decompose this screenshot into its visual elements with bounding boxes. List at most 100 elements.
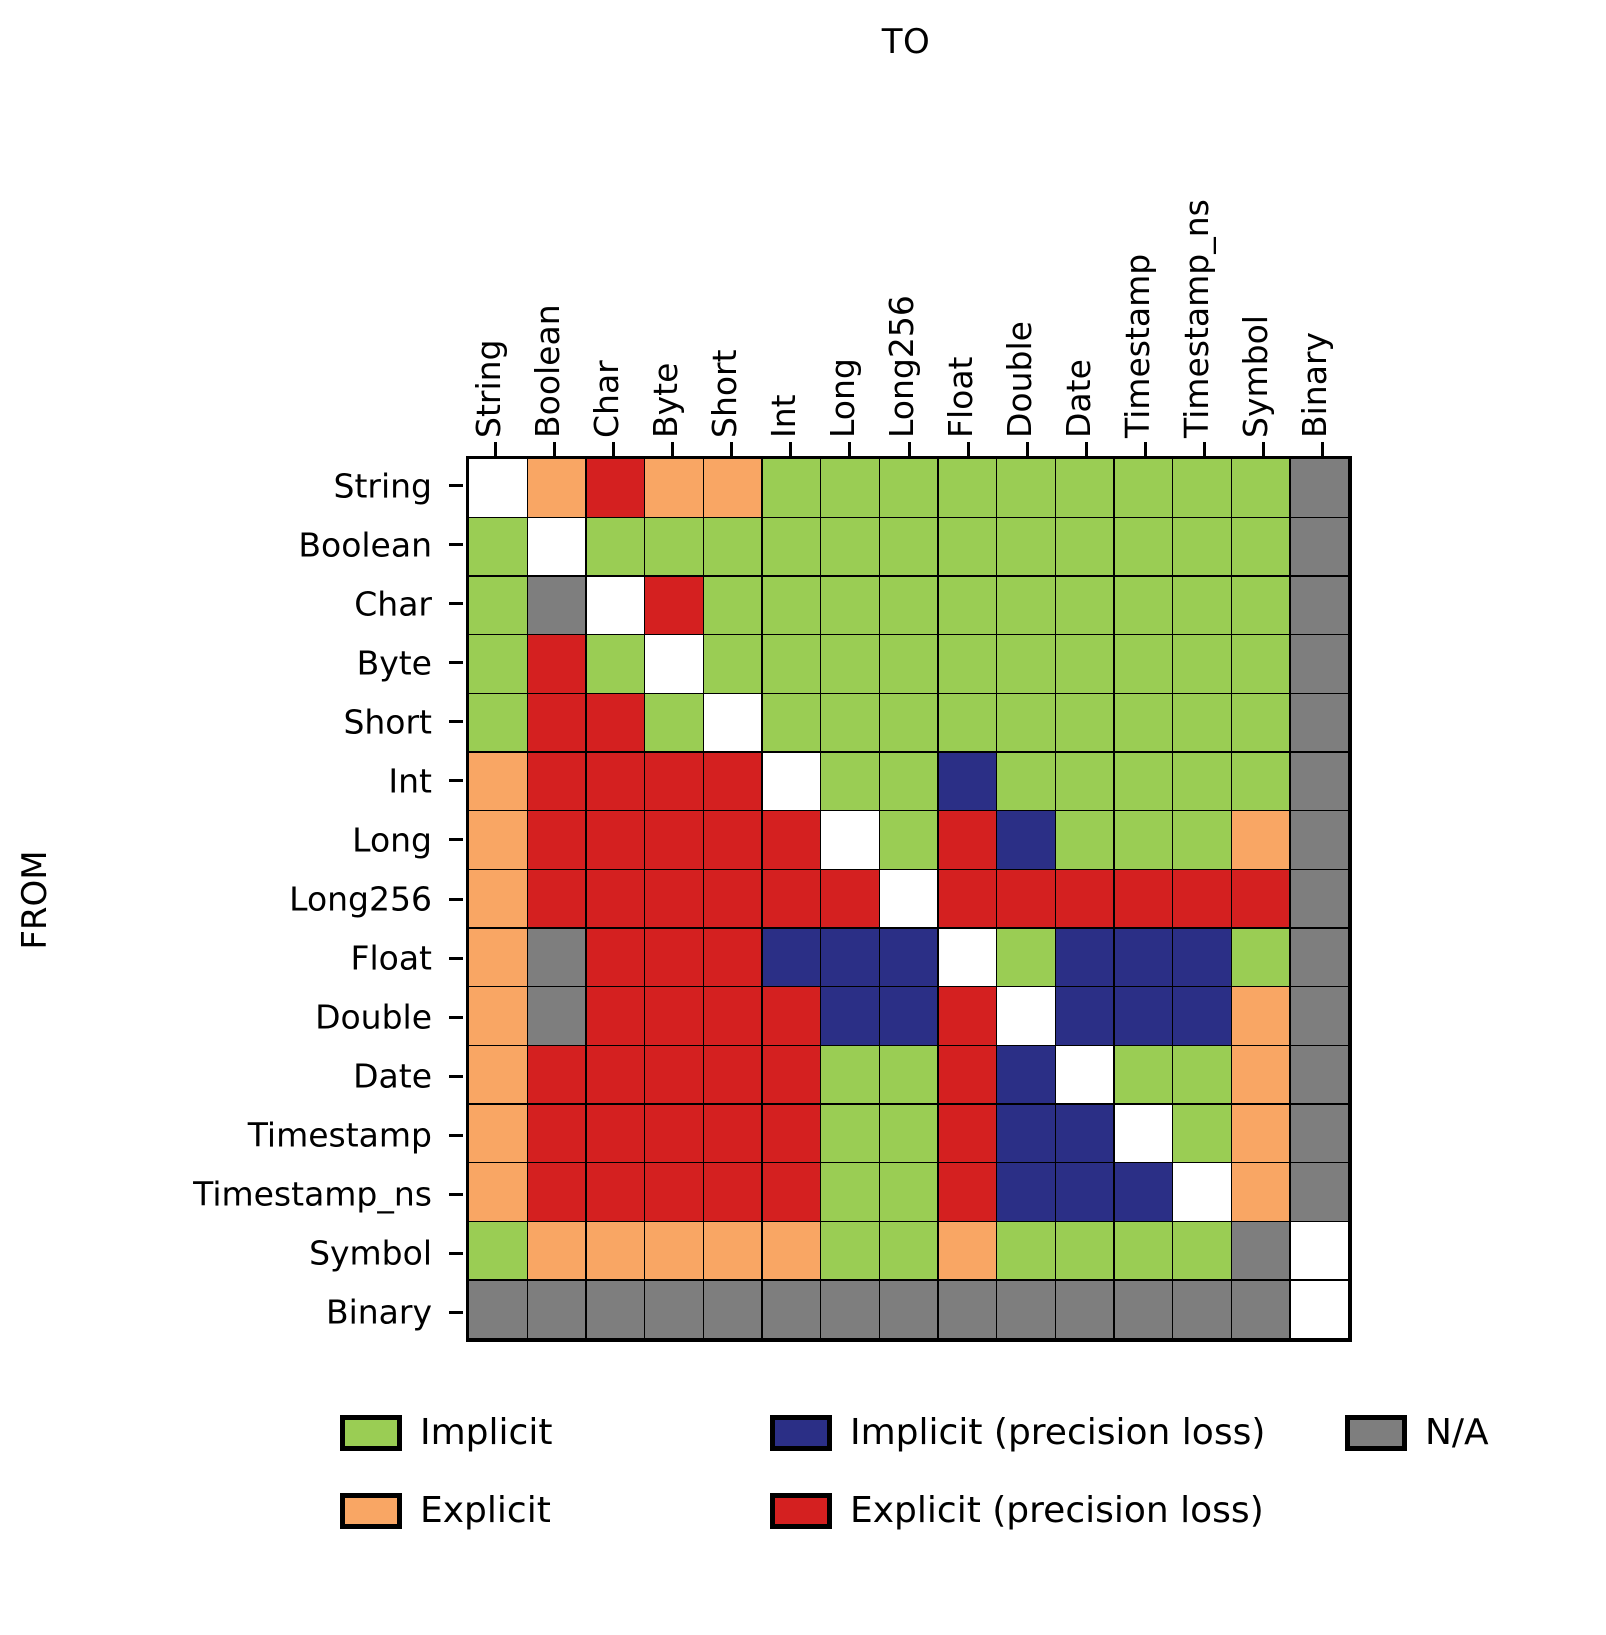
heatmap-cell bbox=[1054, 810, 1115, 870]
heatmap-cell bbox=[468, 1220, 528, 1281]
heatmap-cell bbox=[996, 516, 1056, 577]
heatmap-cell bbox=[820, 1044, 880, 1105]
heatmap-cell bbox=[644, 692, 704, 753]
heatmap-cell bbox=[937, 927, 997, 987]
heatmap-cell bbox=[937, 1103, 997, 1163]
column-label-binary: Binary bbox=[1295, 331, 1335, 438]
heatmap-cell bbox=[585, 1044, 645, 1105]
heatmap-cell bbox=[1230, 868, 1291, 929]
heatmap-cell bbox=[761, 1220, 821, 1281]
heatmap-cell bbox=[1113, 810, 1173, 870]
row-label-timestamp: Timestamp bbox=[247, 1115, 432, 1155]
heatmap-cell bbox=[468, 810, 528, 870]
heatmap-cell bbox=[644, 1103, 704, 1163]
heatmap-cell bbox=[526, 516, 587, 577]
heatmap-cell bbox=[996, 927, 1056, 987]
heatmap-cell bbox=[761, 751, 821, 811]
column-label-string: String bbox=[468, 339, 508, 438]
row-tick bbox=[449, 720, 463, 724]
heatmap-cell bbox=[585, 1220, 645, 1281]
column-label-float: Float bbox=[941, 356, 981, 438]
heatmap-cell bbox=[1230, 1220, 1291, 1281]
heatmap-cell bbox=[468, 516, 528, 577]
legend-swatch bbox=[1345, 1415, 1407, 1451]
heatmap-cell bbox=[468, 1279, 528, 1339]
heatmap-cell bbox=[1054, 1103, 1115, 1163]
heatmap-cell bbox=[878, 1044, 939, 1105]
heatmap-cell bbox=[1054, 516, 1115, 577]
row-label-short: Short bbox=[343, 702, 432, 742]
heatmap-cell bbox=[526, 751, 587, 811]
heatmap-cell bbox=[1113, 1162, 1173, 1222]
heatmap-cell bbox=[1113, 575, 1173, 635]
heatmap-cell bbox=[526, 986, 587, 1046]
row-tick bbox=[449, 543, 463, 547]
heatmap-cell bbox=[1113, 692, 1173, 753]
legend-swatch bbox=[340, 1415, 402, 1451]
legend-label: Explicit bbox=[420, 1490, 551, 1531]
heatmap-cell bbox=[820, 458, 880, 518]
column-label-timestamp_ns: Timestamp_ns bbox=[1177, 199, 1217, 438]
heatmap-cell bbox=[1289, 575, 1349, 635]
heatmap-cell bbox=[702, 868, 763, 929]
row-tick bbox=[449, 1192, 463, 1196]
heatmap-cell bbox=[937, 575, 997, 635]
heatmap-cell bbox=[878, 751, 939, 811]
heatmap-cell bbox=[702, 810, 763, 870]
heatmap-cell bbox=[1172, 751, 1232, 811]
heatmap-cell bbox=[1230, 810, 1291, 870]
heatmap-cell bbox=[761, 927, 821, 987]
heatmap-cell bbox=[1230, 575, 1291, 635]
heatmap-cell bbox=[1172, 1162, 1232, 1222]
heatmap-cell bbox=[820, 868, 880, 929]
heatmap-cell bbox=[820, 1220, 880, 1281]
heatmap-cell bbox=[526, 1279, 587, 1339]
heatmap-cell bbox=[468, 927, 528, 987]
legend-item: Explicit (precision loss) bbox=[770, 1493, 1264, 1529]
heatmap-cell bbox=[761, 1044, 821, 1105]
column-tick bbox=[1084, 442, 1088, 456]
heatmap-cell bbox=[937, 810, 997, 870]
heatmap-cell bbox=[878, 1279, 939, 1339]
heatmap-cell bbox=[702, 751, 763, 811]
heatmap-cell bbox=[585, 575, 645, 635]
column-tick bbox=[966, 442, 970, 456]
heatmap-cell bbox=[878, 986, 939, 1046]
column-label-symbol: Symbol bbox=[1236, 315, 1276, 438]
row-tick bbox=[449, 838, 463, 842]
heatmap-cell bbox=[937, 1220, 997, 1281]
heatmap-cell bbox=[644, 1220, 704, 1281]
row-label-int: Int bbox=[388, 761, 432, 801]
heatmap-cell bbox=[878, 458, 939, 518]
heatmap-cell bbox=[1172, 458, 1232, 518]
heatmap-cell bbox=[1289, 1162, 1349, 1222]
legend-item: Explicit bbox=[340, 1493, 551, 1529]
heatmap-cell bbox=[644, 927, 704, 987]
heatmap-cell bbox=[1054, 986, 1115, 1046]
heatmap-cell bbox=[585, 634, 645, 694]
heatmap-cell bbox=[1113, 927, 1173, 987]
heatmap-cell bbox=[1113, 751, 1173, 811]
heatmap-cell bbox=[1172, 1279, 1232, 1339]
heatmap-cell bbox=[1113, 516, 1173, 577]
heatmap-cell bbox=[585, 927, 645, 987]
legend-label: Implicit bbox=[420, 1412, 553, 1453]
heatmap-cell bbox=[702, 1044, 763, 1105]
heatmap-cell bbox=[702, 692, 763, 753]
heatmap-cell bbox=[1172, 692, 1232, 753]
heatmap-cell bbox=[1230, 458, 1291, 518]
heatmap-cell bbox=[585, 458, 645, 518]
heatmap-cell bbox=[526, 1103, 587, 1163]
row-tick bbox=[449, 1015, 463, 1019]
row-tick bbox=[449, 1074, 463, 1078]
heatmap-cell bbox=[1172, 1220, 1232, 1281]
heatmap-cell bbox=[1113, 986, 1173, 1046]
heatmap-plot bbox=[466, 456, 1352, 1342]
row-tick bbox=[449, 897, 463, 901]
heatmap-cell bbox=[937, 692, 997, 753]
column-label-timestamp: Timestamp bbox=[1118, 253, 1158, 438]
row-label-byte: Byte bbox=[356, 643, 432, 683]
heatmap-cell bbox=[1172, 927, 1232, 987]
heatmap-cell bbox=[644, 1162, 704, 1222]
heatmap-cell bbox=[1054, 692, 1115, 753]
